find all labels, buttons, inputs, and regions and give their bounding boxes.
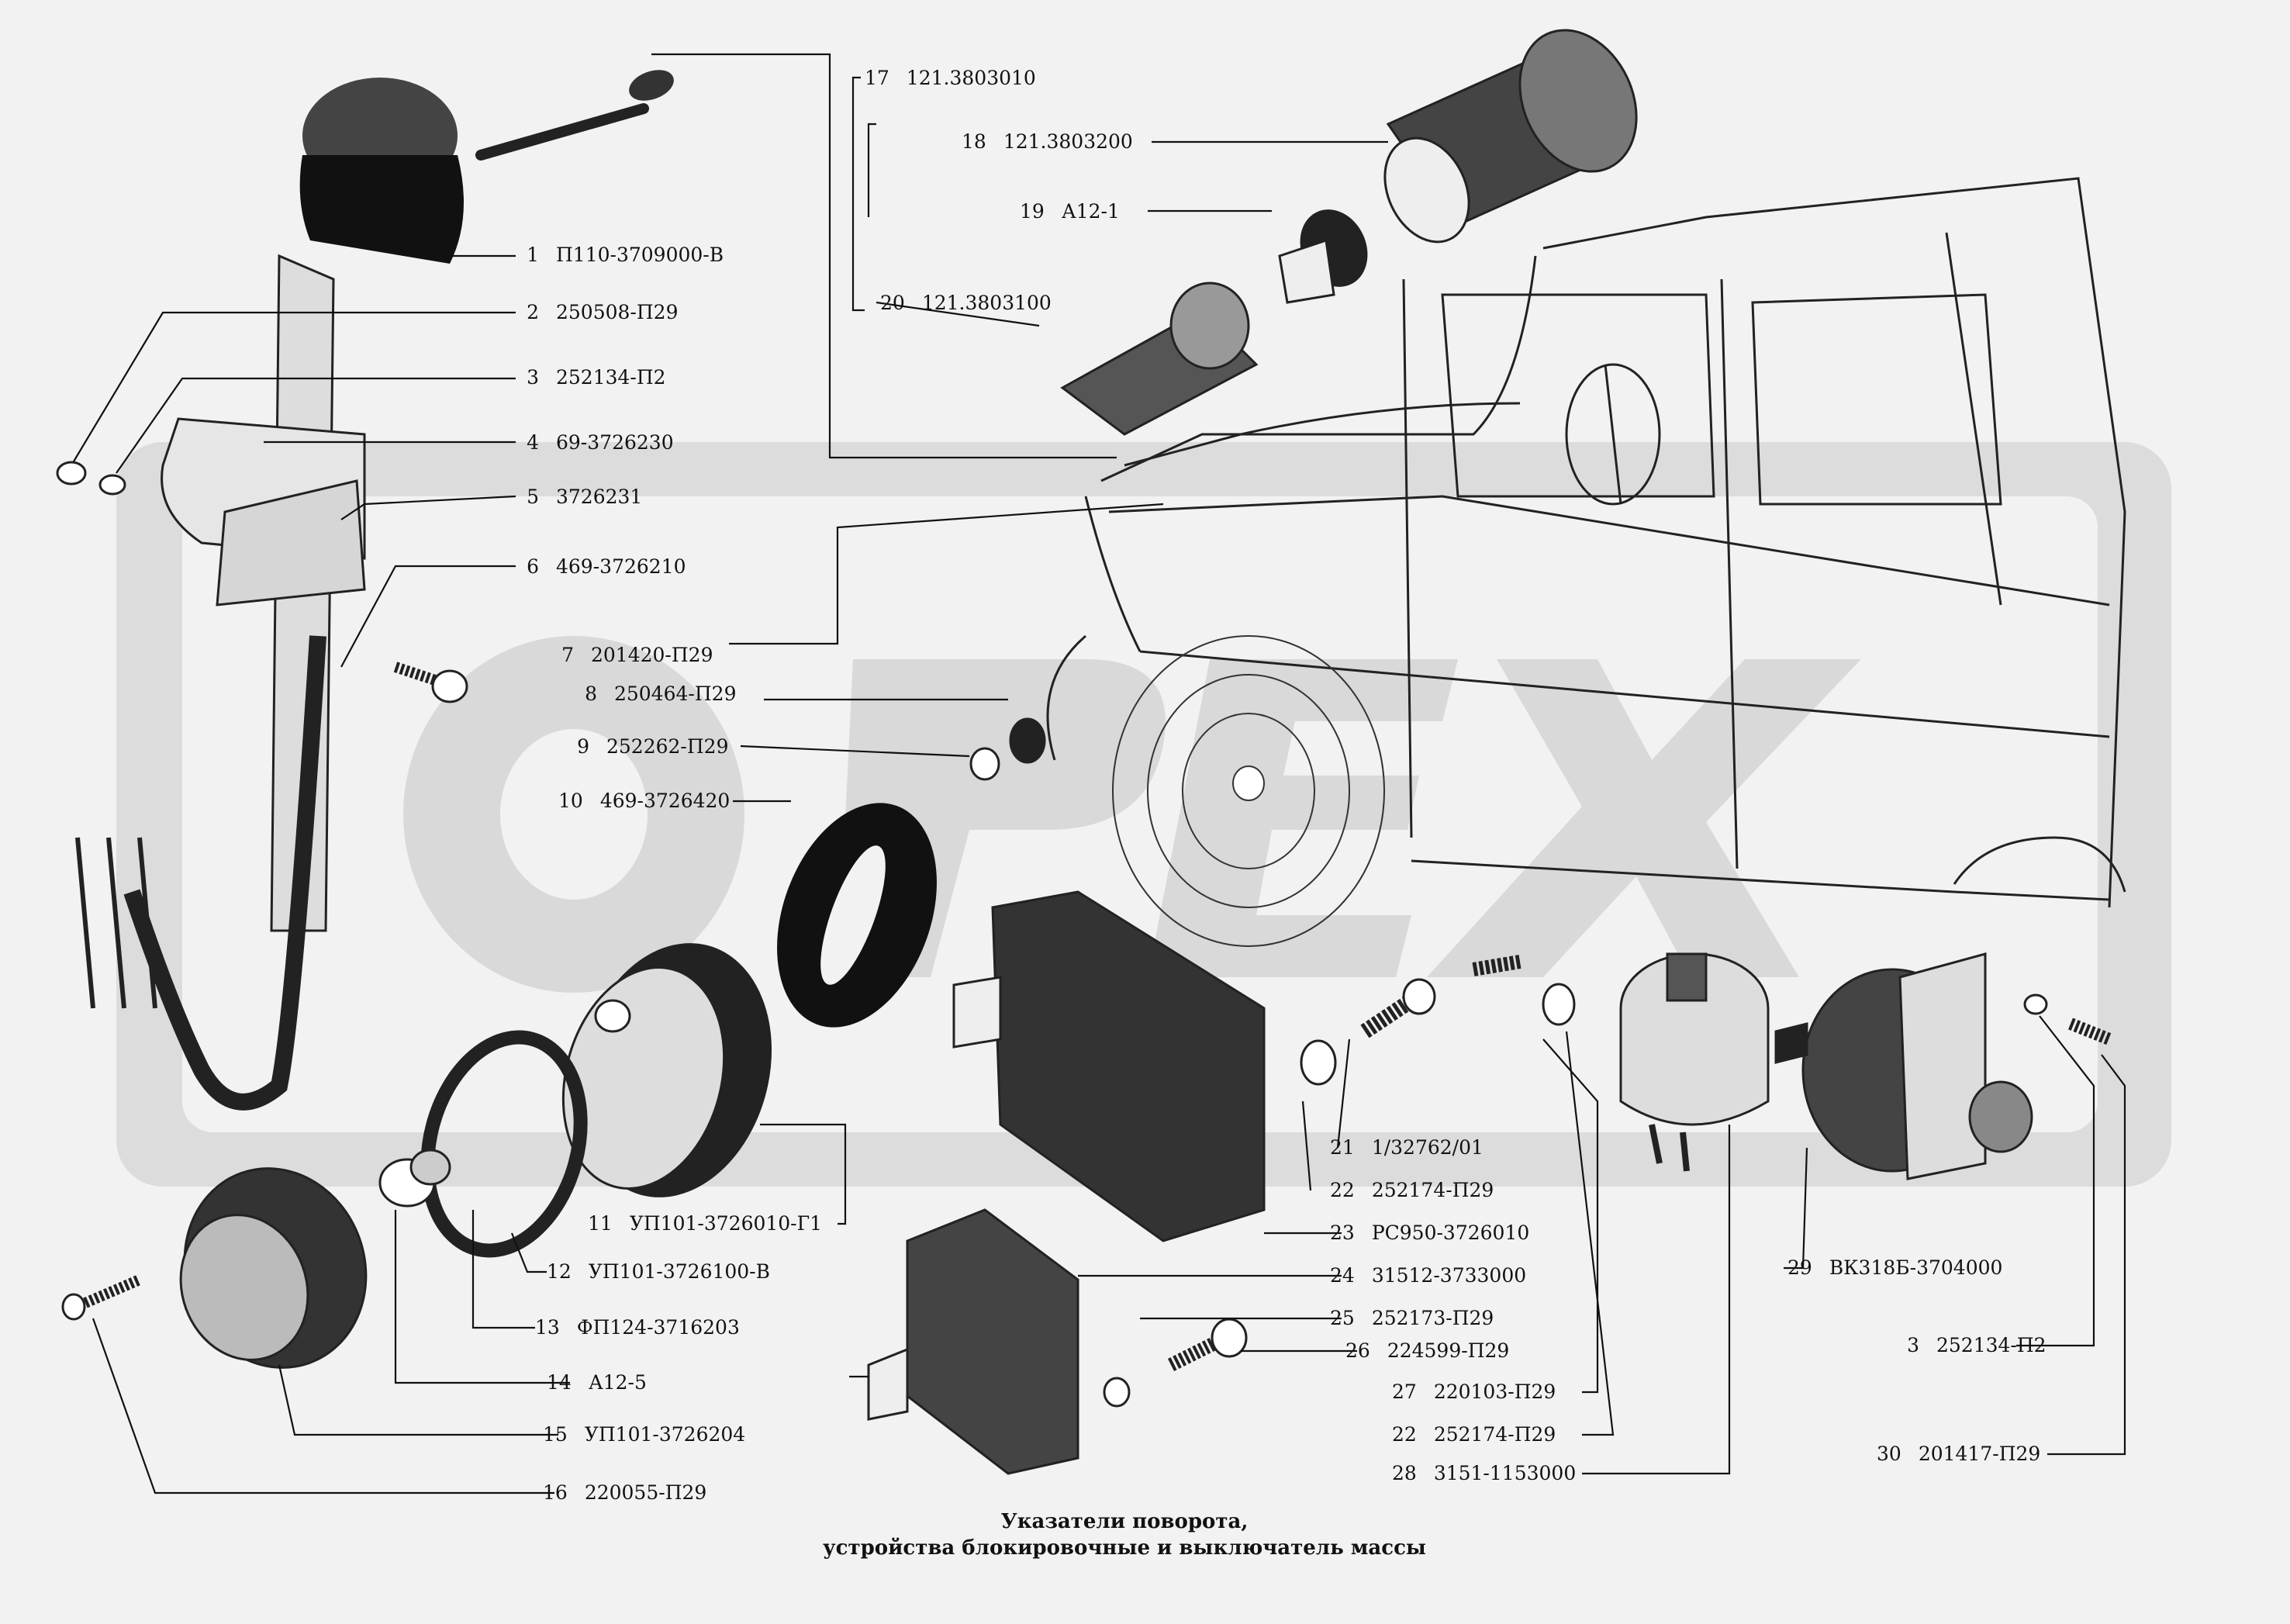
caption-line-1: Указатели поворота,: [1000, 1510, 1249, 1533]
screw-26: [1103, 1318, 1248, 1408]
bolt-6: [393, 662, 468, 703]
gasket-10: [777, 803, 937, 1028]
screw-21: [1300, 978, 1436, 1086]
relay-24: [867, 1208, 1079, 1475]
ignition-lock-17: [1060, 29, 1638, 436]
caption-line-2: устройства блокировочные и выключатель м…: [823, 1536, 1426, 1560]
leader-lines: [73, 53, 2126, 1494]
turn-signal-switch: [75, 70, 674, 1111]
washers-2-3: [56, 461, 126, 496]
switch-28: [1619, 952, 1770, 1172]
screw-30: [2023, 993, 2112, 1045]
relay-23: [952, 890, 1266, 1242]
screw-16: [61, 1274, 142, 1321]
fasteners-8-9: [969, 717, 1046, 781]
mass-switch-29: [1774, 952, 2033, 1180]
vehicle-wheel: [1112, 635, 1385, 947]
turn-indicator-11: [561, 943, 772, 1197]
ring-12: [420, 1030, 588, 1258]
lamp-14: [378, 1149, 451, 1208]
lens-15: [179, 1167, 368, 1369]
diagram-caption: Указатели поворота, устройства блокирово…: [775, 1508, 1473, 1561]
screw-27: [1472, 955, 1576, 1026]
vehicle-outline: [1046, 177, 2126, 908]
steering-wheel: [1565, 363, 1661, 506]
